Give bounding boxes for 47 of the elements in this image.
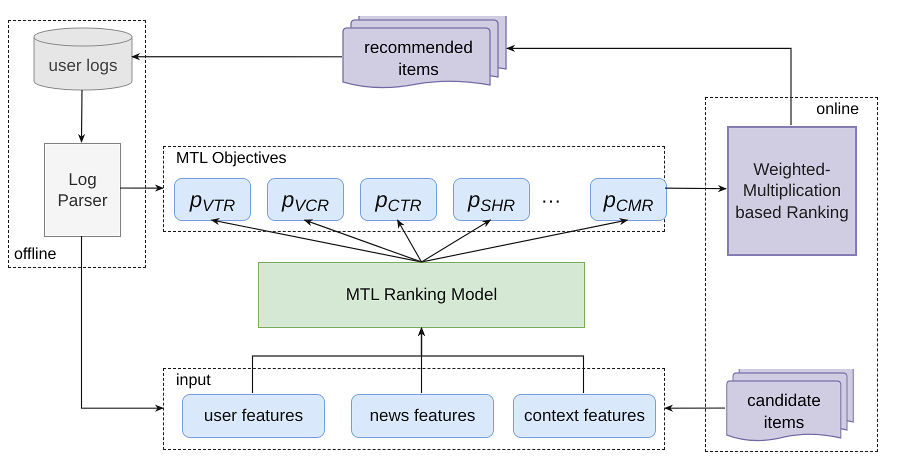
dashed-group [705, 97, 878, 452]
process-box [727, 126, 857, 256]
arrow [665, 185, 727, 192]
objective-box [590, 178, 667, 221]
feature-box [182, 394, 325, 438]
ellipsis-text: ··· [541, 189, 561, 214]
arrow [421, 219, 492, 263]
node-label: Weighted-Multiplication based Ranking [734, 159, 850, 223]
arrow [78, 90, 86, 143]
node-label: news features [370, 405, 476, 427]
feature-box [513, 394, 656, 438]
group-label: online [816, 100, 859, 120]
dashed-group [8, 20, 146, 268]
arrow [131, 53, 342, 60]
dashed-group [163, 368, 665, 450]
node-label: recommended items [364, 37, 474, 80]
feature-box [351, 394, 494, 438]
arrow [396, 219, 422, 262]
arrow [80, 236, 164, 412]
node-label: Log Parser [56, 168, 109, 212]
node-label: p$_{VTR}$ [190, 186, 236, 214]
node-label: user features [204, 405, 304, 427]
process-box [44, 143, 121, 237]
arrow [421, 218, 628, 263]
group-label: MTL Objectives [176, 149, 287, 169]
model-box [258, 262, 585, 328]
node-label: candidate items [746, 390, 822, 433]
node-label: p$_{SHR}$ [468, 186, 516, 214]
arrow [506, 44, 792, 125]
node-label: p$_{CMR}$ [604, 186, 654, 214]
node-label: p$_{CTR}$ [375, 186, 422, 214]
arrow [210, 218, 422, 263]
objective-box [267, 178, 344, 221]
node-label: MTL Ranking Model [346, 284, 498, 306]
arrow [418, 327, 584, 393]
node-label: user logs [48, 55, 118, 77]
arrow [664, 404, 725, 412]
objective-box [360, 178, 437, 221]
node-label: context features [524, 405, 645, 427]
arrow [304, 219, 422, 263]
objective-box [453, 178, 530, 221]
objective-box [174, 178, 251, 221]
arrow [120, 184, 164, 192]
node-label: p$_{VCR}$ [282, 186, 330, 214]
group-label: input [176, 371, 211, 391]
group-label: offline [14, 245, 56, 265]
dashed-group [163, 146, 665, 232]
